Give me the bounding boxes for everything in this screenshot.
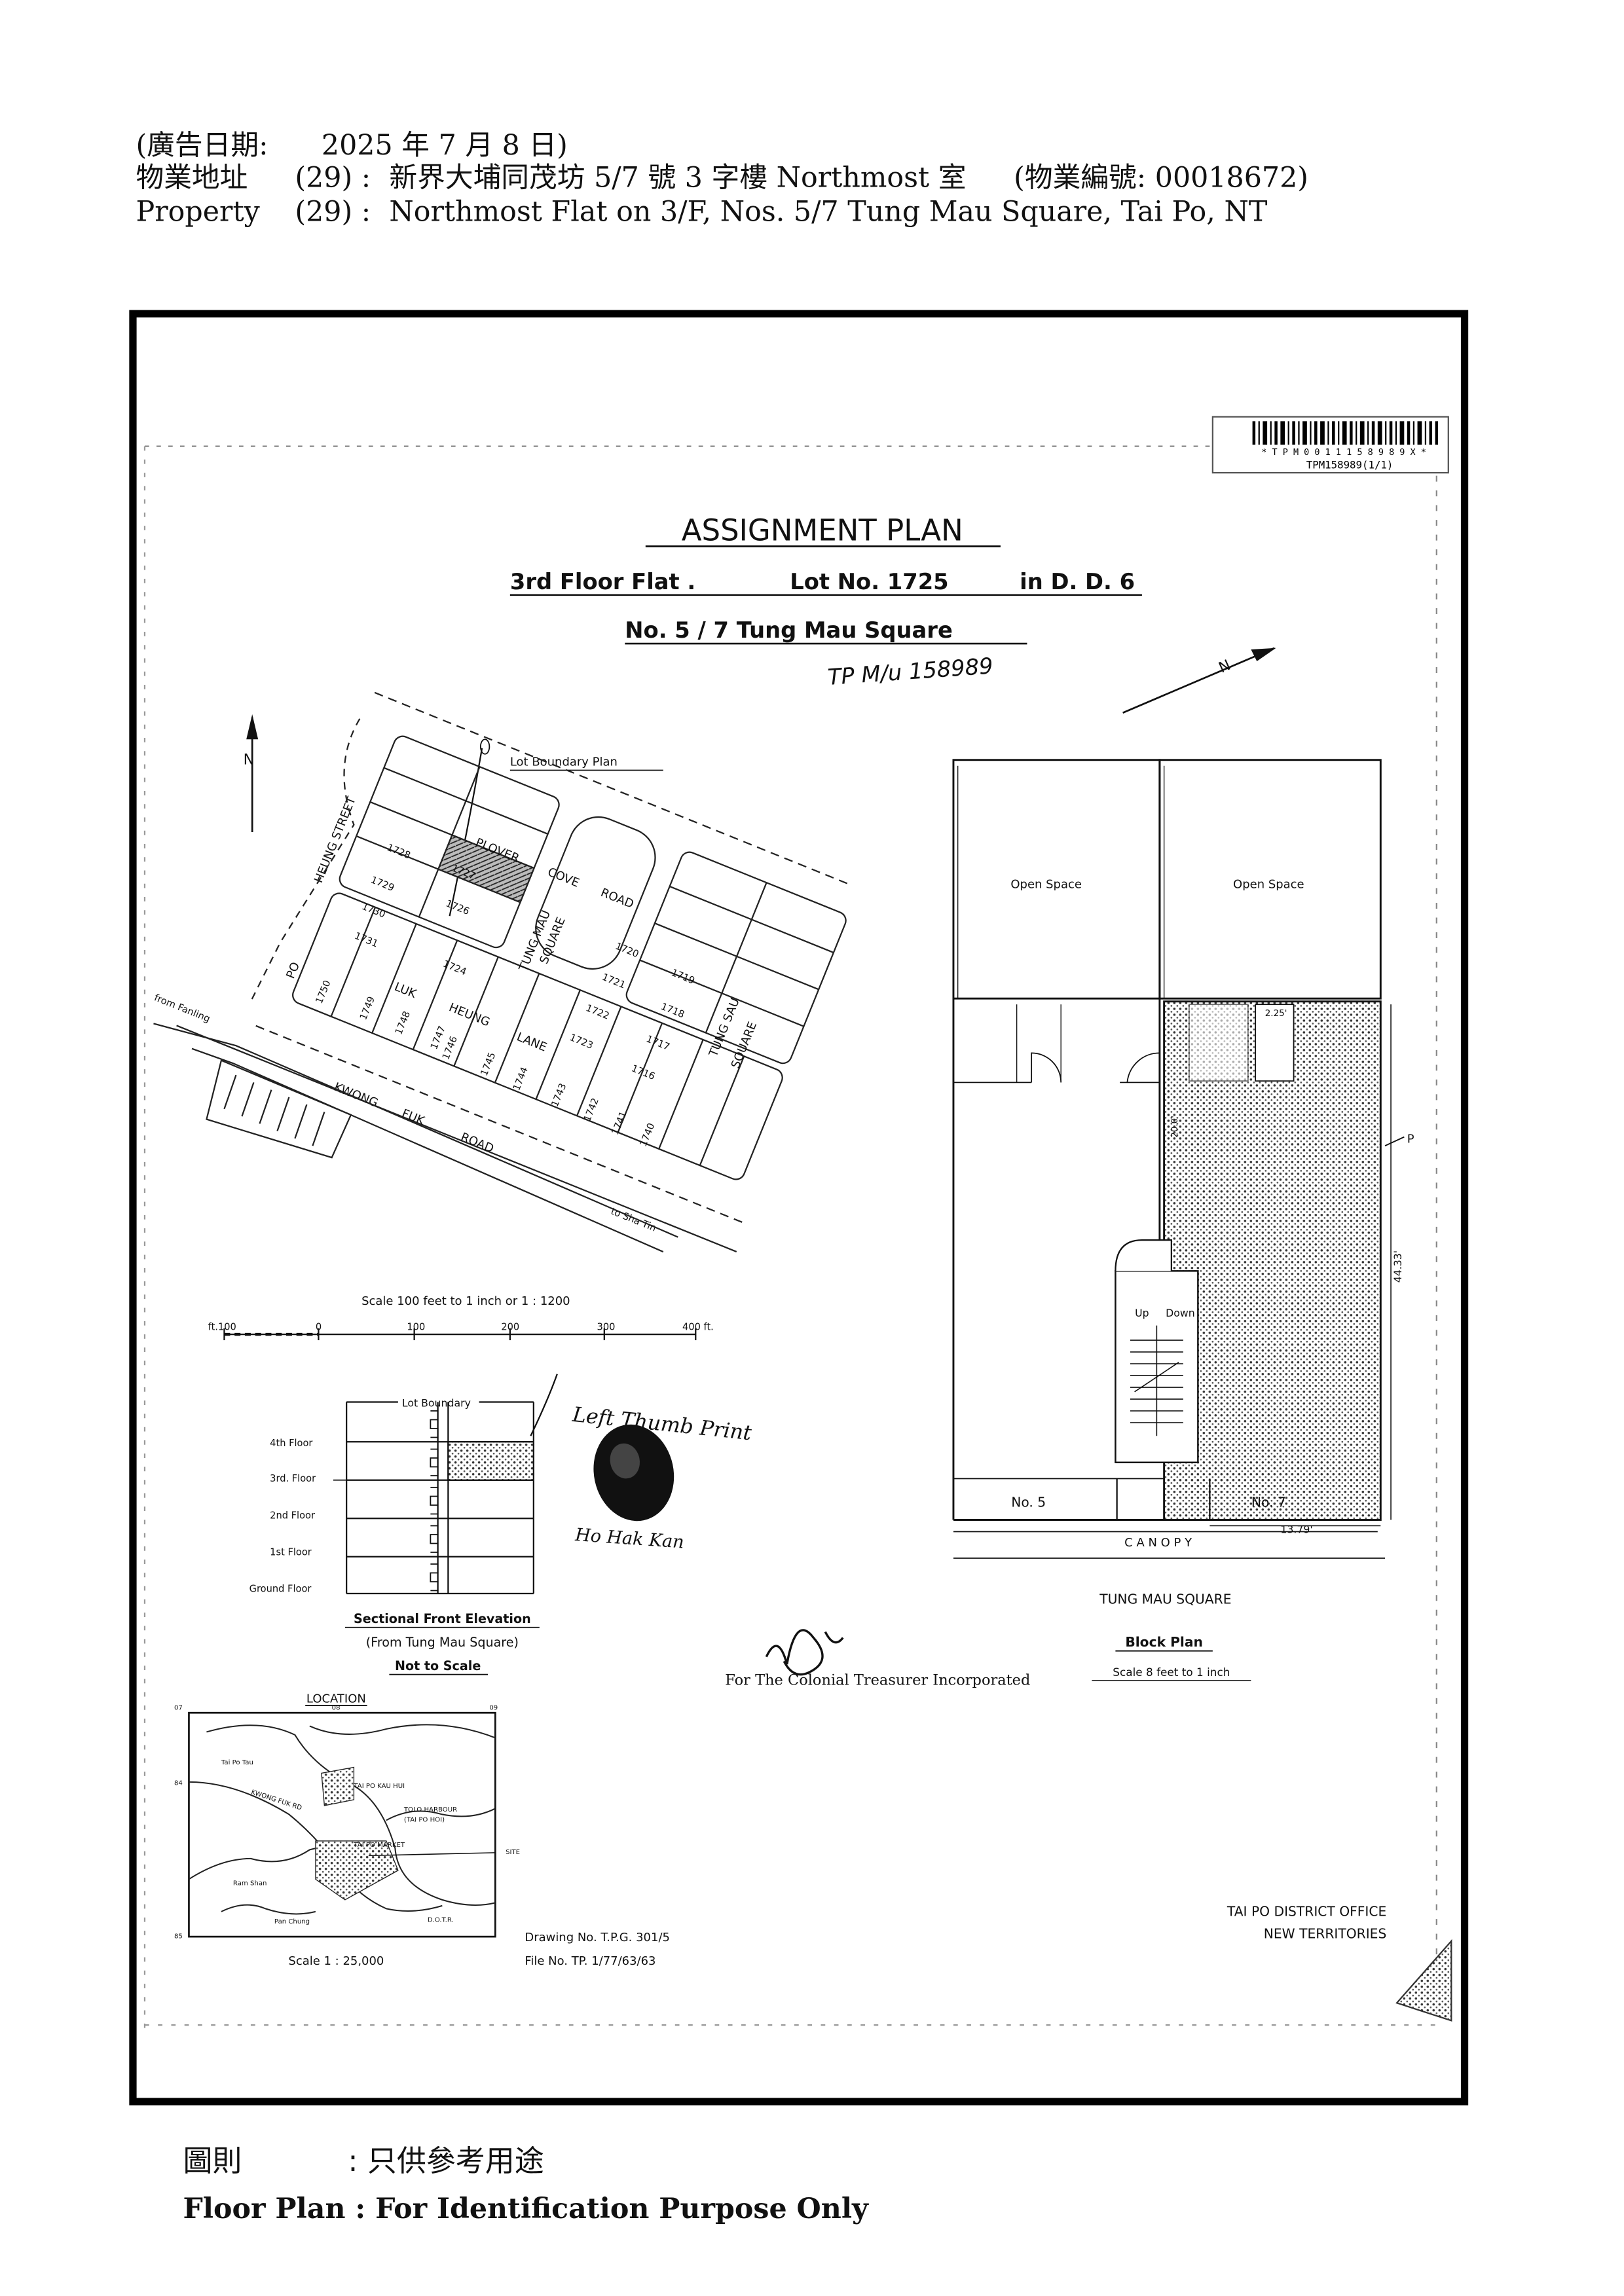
scale-text: Scale 100 feet to 1 inch or 1 : 1200 [361,1294,570,1308]
open-space-right: Open Space [1233,877,1304,891]
issuing-office: TAI PO DISTRICT OFFICE NEW TERRITORIES [1227,1904,1386,1942]
location-map: LOCATION Tai Po Tau TAI PO KAU HUI KWONG… [174,1692,520,1967]
elevation-subtitle: (From Tung Mau Square) [366,1635,519,1650]
footer-note: 圖則 : 只供參考用途 Floor Plan : For Identificat… [183,2143,869,2225]
map-place: TAI PO MARKET [353,1842,405,1849]
property-label-en: Property [136,195,260,228]
property-reference: (物業編號: 00018672) [1014,162,1308,194]
treasurer-signature: For The Colonial Treasurer Incorporated [725,1629,1030,1688]
map-place: SITE [506,1849,520,1856]
block-plan: Open Space Open Space No. 5 No. 7 Up Dow… [952,759,1414,1681]
plan-title: ASSIGNMENT PLAN [682,513,963,548]
barcode-reference: TPM158989(1/1) [1306,458,1393,471]
subject-lot-1725 [437,834,536,903]
floor-label: 2nd Floor [270,1510,315,1521]
scale-tick: 200 [501,1321,519,1332]
map-grid-label: 85 [174,1933,183,1940]
scale-bar: Scale 100 feet to 1 inch or 1 : 1200 ft.… [208,1294,714,1341]
stair-down: Down [1166,1307,1195,1319]
scale-tick: 400 ft. [682,1321,714,1332]
dimension-small: 2.25' [1265,1008,1287,1019]
drawing-number: Drawing No. T.P.G. 301/5 [525,1931,670,1944]
open-space-left: Open Space [1010,877,1082,891]
stair-up: Up [1135,1307,1149,1319]
elevation-lot-boundary: Lot Boundary [402,1396,471,1409]
treasurer-caption: For The Colonial Treasurer Incorporated [725,1671,1030,1688]
property-address-zh: 新界大埔同茂坊 5/7 號 3 字樓 Northmost 室 [389,162,966,194]
location-title: LOCATION [306,1692,366,1705]
scan-corner-mark [1395,1939,1452,2022]
block-plan-scale: Scale 8 feet to 1 inch [1113,1666,1230,1679]
floor-label: 1st Floor [270,1546,312,1558]
map-place: Pan Chung [274,1918,310,1925]
advert-date-prefix: (廣告日期: [136,129,268,162]
block-street-name: TUNG MAU SQUARE [1099,1592,1231,1607]
office-name: TAI PO DISTRICT OFFICE [1227,1904,1386,1920]
scale-tick: ft.100 [208,1321,236,1332]
dimension-width: 13.79' [1280,1523,1312,1536]
map-place: TOLO HARBOUR [403,1806,457,1813]
dimension-height: 44.33' [1392,1250,1404,1283]
advert-date: 2025 年 7 月 8 日) [322,129,568,162]
unit-no-5: No. 5 [1011,1494,1046,1510]
signature-mark [765,1629,844,1676]
floor-label: Ground Floor [249,1584,312,1595]
map-place: TAI PO KAU HUI [353,1783,405,1790]
sectional-elevation: Lot Boundary 4th Floor 3rd. Floor 2nd [249,1396,540,1675]
location-frame [188,1711,496,1938]
map-grid-label: 84 [174,1779,183,1787]
advert-header: (廣告日期: 2025 年 7 月 8 日) 物業地址 (29) : 新界大埔同… [136,129,1308,228]
elevation-3rd-floor-highlight [447,1441,534,1481]
elevation-note: Not to Scale [395,1658,481,1673]
subject-marker: P [1407,1133,1414,1146]
footer-en: Floor Plan : For Identification Purpose … [183,2193,869,2225]
block-plan-subject-flat [1163,1000,1382,1521]
plan-address-title: No. 5 / 7 Tung Mau Square [625,617,953,643]
barcode-bars [1252,421,1439,445]
map-grid-label: 09 [489,1705,498,1712]
barcode: * T P M 0 0 1 1 1 5 8 9 8 9 X * TPM15898… [1211,416,1449,474]
floor-label: 3rd. Floor [270,1473,316,1484]
property-number-zh: (29) : [295,162,371,194]
block-plan-title: Block Plan [1125,1634,1203,1650]
north-label-left: N [244,752,255,769]
scale-tick: 300 [597,1321,616,1332]
footer-value-zh: : 只供參考用途 [348,2143,544,2178]
barcode-digits: * T P M 0 0 1 1 1 5 8 9 8 9 X * [1261,447,1426,458]
plan-subtitle-floor: 3rd Floor Flat . [510,569,695,594]
file-number: File No. TP. 1/77/63/63 [525,1954,655,1968]
map-grid-label: 08 [332,1705,341,1712]
dimension-side: 20.0' [1170,1116,1180,1138]
property-number-en: (29) : [295,195,371,228]
unit-no-7: No. 7 [1251,1494,1286,1510]
floor-label: 4th Floor [270,1438,312,1449]
map-place: Tai Po Tau [221,1759,253,1766]
property-address-label-zh: 物業地址 [136,162,248,194]
scale-tick: 0 [316,1321,322,1332]
location-scale: Scale 1 : 25,000 [288,1954,384,1968]
scanned-plan: * T P M 0 0 1 1 1 5 8 9 8 9 X * TPM15898… [129,310,1469,2105]
scale-tick: 100 [407,1321,425,1332]
plan-subtitle-lot: Lot No. 1725 [790,569,948,594]
footer-label-zh: 圖則 [183,2143,242,2178]
canopy-label: C A N O P Y [1124,1536,1192,1550]
elevation-title: Sectional Front Elevation [354,1611,531,1626]
north-arrow-left: N [244,714,259,832]
lot-boundary-plan-label: Lot Boundary Plan [510,756,618,769]
property-address-en: Northmost Flat on 3/F, Nos. 5/7 Tung Mau… [389,195,1267,228]
map-place: (TAI PO HOI) [404,1817,445,1824]
map-place: Ram Shan [233,1880,267,1887]
office-region: NEW TERRITORIES [1264,1925,1387,1941]
plan-subtitle-dd: in D. D. 6 [1020,569,1135,594]
map-grid-label: 07 [174,1705,183,1712]
drawing-references: Drawing No. T.P.G. 301/5 File No. TP. 1/… [525,1931,670,1968]
map-place: D.O.T.R. [428,1917,454,1924]
